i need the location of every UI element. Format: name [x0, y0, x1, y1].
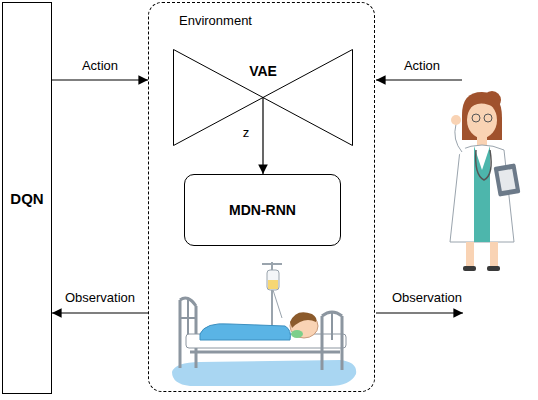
- process-box: MDN-RNN: [184, 174, 341, 246]
- doctor-observation-arrow: [376, 312, 463, 313]
- patient-illustration: [172, 262, 356, 386]
- agent-box: DQN: [2, 2, 52, 394]
- arrow-label: Observation: [367, 290, 487, 306]
- node-label: MDN-RNN: [185, 202, 340, 218]
- doctor-action-arrow: [376, 79, 462, 80]
- flow-arrow: [262, 98, 263, 175]
- flow-arrow: [52, 79, 148, 80]
- flow-arrow: [52, 312, 148, 313]
- edge-label: z: [186, 125, 306, 141]
- node-label: Environment: [179, 13, 252, 29]
- node-label: VAE: [173, 63, 353, 79]
- arrow-label: Action: [362, 58, 482, 74]
- doctor-illustration: [450, 91, 520, 271]
- vae-bowtie: VAE: [173, 49, 353, 146]
- node-label: DQN: [3, 191, 51, 207]
- edge-label: Observation: [40, 290, 160, 306]
- environment-boundary: EnvironmentVAE MDN-RNN: [148, 2, 375, 392]
- bowtie-path: [174, 50, 353, 146]
- edge-label: Action: [40, 58, 160, 74]
